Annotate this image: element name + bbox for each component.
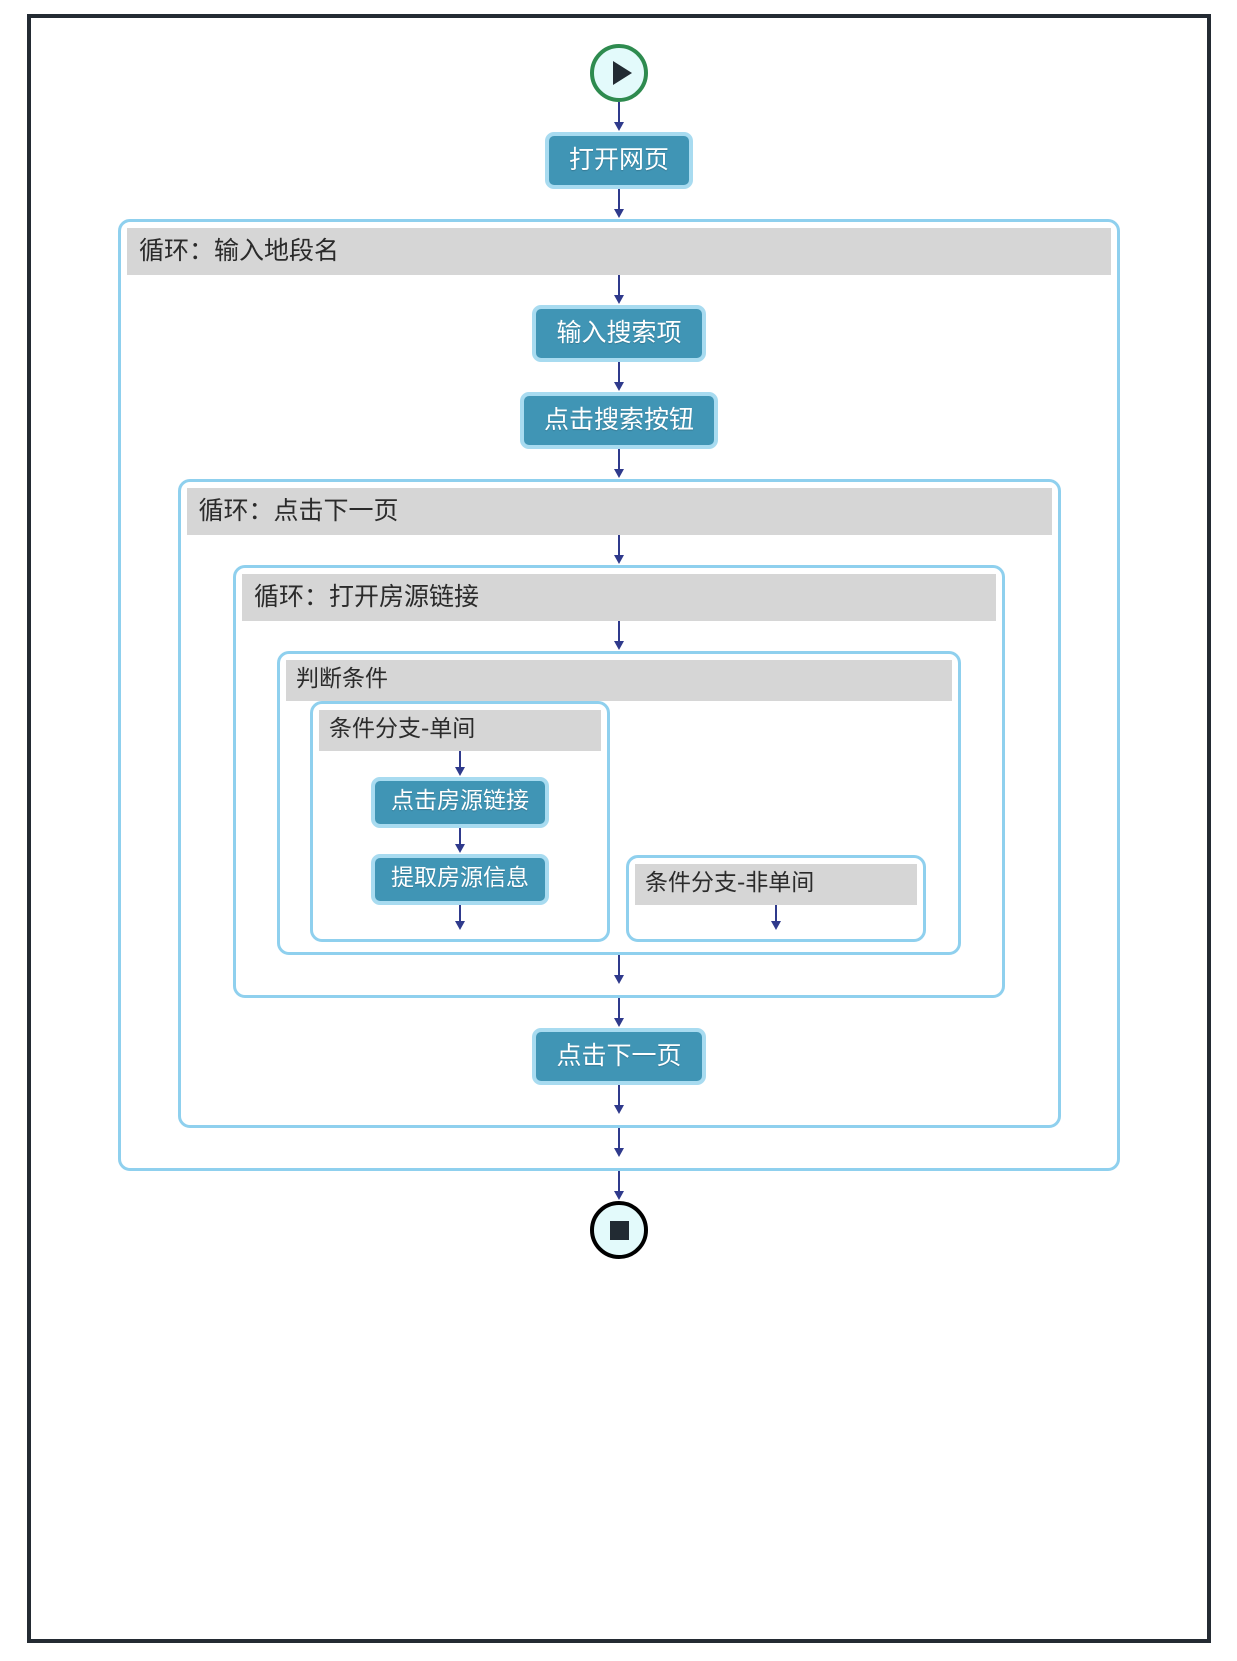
condition-block[interactable]: 判断条件 条件分支-单间 点击房源链接 提取房源信息	[277, 651, 961, 955]
loop-open-listing-link[interactable]: 循环：打开房源链接 判断条件 条件分支-单间	[233, 565, 1005, 998]
step-click-next-page[interactable]: 点击下一页	[532, 1028, 706, 1085]
loop-input-district[interactable]: 循环：输入地段名 输入搜索项 点击搜索按钮 循环：点击下一页 循环：打开房源链接	[118, 219, 1120, 1171]
loop-input-district-title: 循环：输入地段名	[127, 228, 1111, 275]
condition-branch-false[interactable]: 条件分支-非单间	[626, 855, 926, 942]
end-node[interactable]	[590, 1201, 648, 1259]
loop-click-next-page[interactable]: 循环：点击下一页 循环：打开房源链接 判断条件 条件分支-	[177, 479, 1061, 1128]
play-icon	[612, 61, 632, 85]
condition-branch-false-title: 条件分支-非单间	[635, 864, 917, 905]
arrow-loop1-to-input-search	[612, 275, 626, 305]
condition-block-title: 判断条件	[286, 660, 952, 701]
flow-body: 打开网页 循环：输入地段名 输入搜索项 点击搜索按钮 循环：点击下一页 循环：打…	[31, 18, 1207, 1639]
loop-open-listing-link-title: 循环：打开房源链接	[242, 574, 996, 621]
arrow-click-next-page-to-loop2-end	[612, 1085, 626, 1115]
step-click-search-button[interactable]: 点击搜索按钮	[519, 392, 718, 449]
step-open-page[interactable]: 打开网页	[544, 132, 693, 189]
arrow-start-to-open-page	[612, 102, 626, 132]
arrow-extract-to-branch-true-end	[453, 905, 467, 931]
start-node[interactable]	[590, 44, 648, 102]
arrow-branch-false-end	[769, 905, 783, 931]
condition-branch-true-title: 条件分支-单间	[319, 710, 601, 751]
arrow-branch-true-to-click-link	[453, 751, 467, 777]
arrow-loop1-to-end	[612, 1171, 626, 1201]
condition-branch-true[interactable]: 条件分支-单间 点击房源链接 提取房源信息	[310, 701, 610, 942]
step-extract-listing-info[interactable]: 提取房源信息	[371, 854, 549, 905]
step-click-listing-link[interactable]: 点击房源链接	[371, 777, 549, 828]
step-input-search-term[interactable]: 输入搜索项	[532, 305, 706, 362]
arrow-loop2-to-loop3	[612, 535, 626, 565]
condition-branch-true-body: 点击房源链接 提取房源信息	[319, 751, 601, 931]
condition-branch-row: 条件分支-单间 点击房源链接 提取房源信息	[286, 701, 952, 942]
arrow-loop3-to-click-next-page	[612, 998, 626, 1028]
arrow-loop3-to-condition	[612, 621, 626, 651]
diagram-outer-frame: 打开网页 循环：输入地段名 输入搜索项 点击搜索按钮 循环：点击下一页 循环：打…	[27, 14, 1211, 1643]
stop-icon	[609, 1220, 629, 1240]
arrow-click-search-to-loop2	[612, 449, 626, 479]
arrow-loop2-to-loop1-end	[612, 1128, 626, 1158]
loop-click-next-page-title: 循环：点击下一页	[186, 488, 1052, 535]
arrow-click-link-to-extract	[453, 828, 467, 854]
arrow-open-page-to-loop	[612, 189, 626, 219]
condition-branch-false-body	[635, 905, 917, 931]
arrow-input-search-to-click-search	[612, 362, 626, 392]
arrow-condition-to-loop3-end	[612, 955, 626, 985]
